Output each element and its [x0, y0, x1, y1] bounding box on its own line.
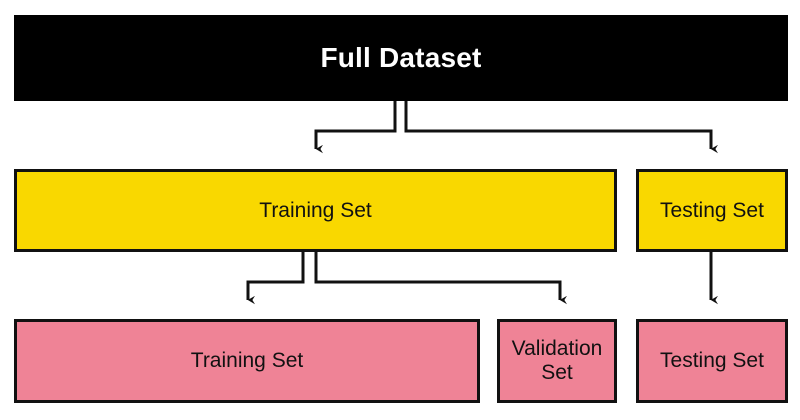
- node-validation-set-level2-label: Validation Set: [511, 337, 603, 384]
- connector-training-to-level2: [246, 252, 567, 305]
- node-training-set-level2: Training Set: [14, 319, 480, 403]
- node-training-set-level1-label: Training Set: [259, 198, 372, 222]
- node-full-dataset: Full Dataset: [14, 15, 788, 101]
- node-full-dataset-label: Full Dataset: [320, 42, 482, 74]
- node-testing-set-level2: Testing Set: [636, 319, 788, 403]
- node-training-set-level1: Training Set: [14, 169, 617, 252]
- node-training-set-level2-label: Training Set: [190, 349, 304, 373]
- node-validation-set-level2: Validation Set: [497, 319, 617, 403]
- node-testing-set-level1-label: Testing Set: [660, 198, 764, 222]
- connector-full-to-level1: [314, 101, 718, 154]
- node-testing-set-level1: Testing Set: [636, 169, 788, 252]
- node-testing-set-level2-label: Testing Set: [660, 349, 764, 373]
